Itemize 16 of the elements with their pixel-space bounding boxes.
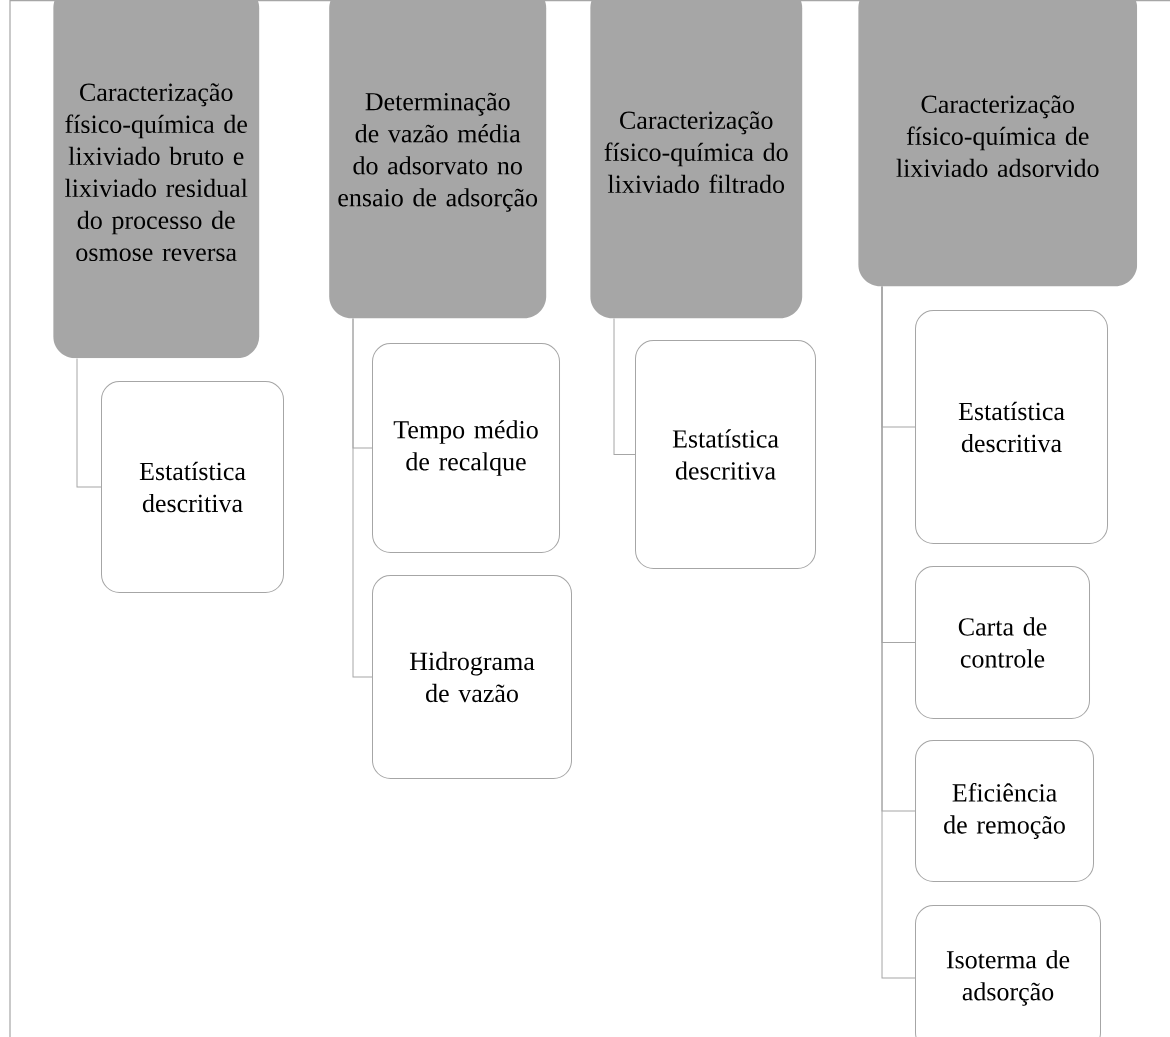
item-box: Estatística descritiva — [101, 381, 284, 593]
item-box: Carta de controle — [915, 566, 1090, 719]
connector-line — [881, 285, 916, 979]
heading-box: Caracterização físico-química de lixiviado bruto e lixiviado residual do processo de osmose reversa — [53, 0, 260, 359]
connector-line — [613, 317, 636, 455]
heading-box: Caracterização físico-química de lixiviado adsorvido — [858, 0, 1138, 287]
item-box: Isoterma de adsorção — [915, 905, 1101, 1037]
item-box: Hidrograma de vazão — [372, 575, 572, 779]
item-box: Tempo médio de recalque — [372, 343, 560, 553]
connector-line — [76, 357, 102, 488]
item-box: Estatística descritiva — [635, 340, 816, 569]
item-box: Eficiência de remoção — [915, 740, 1094, 882]
heading-box: Caracterização físico-química do lixiviado filtrado — [590, 0, 803, 319]
heading-box: Determinação de vazão média do adsorvato no ensaio de adsorção — [329, 0, 547, 319]
item-box: Estatística descritiva — [915, 310, 1108, 544]
connector-line — [352, 317, 373, 678]
